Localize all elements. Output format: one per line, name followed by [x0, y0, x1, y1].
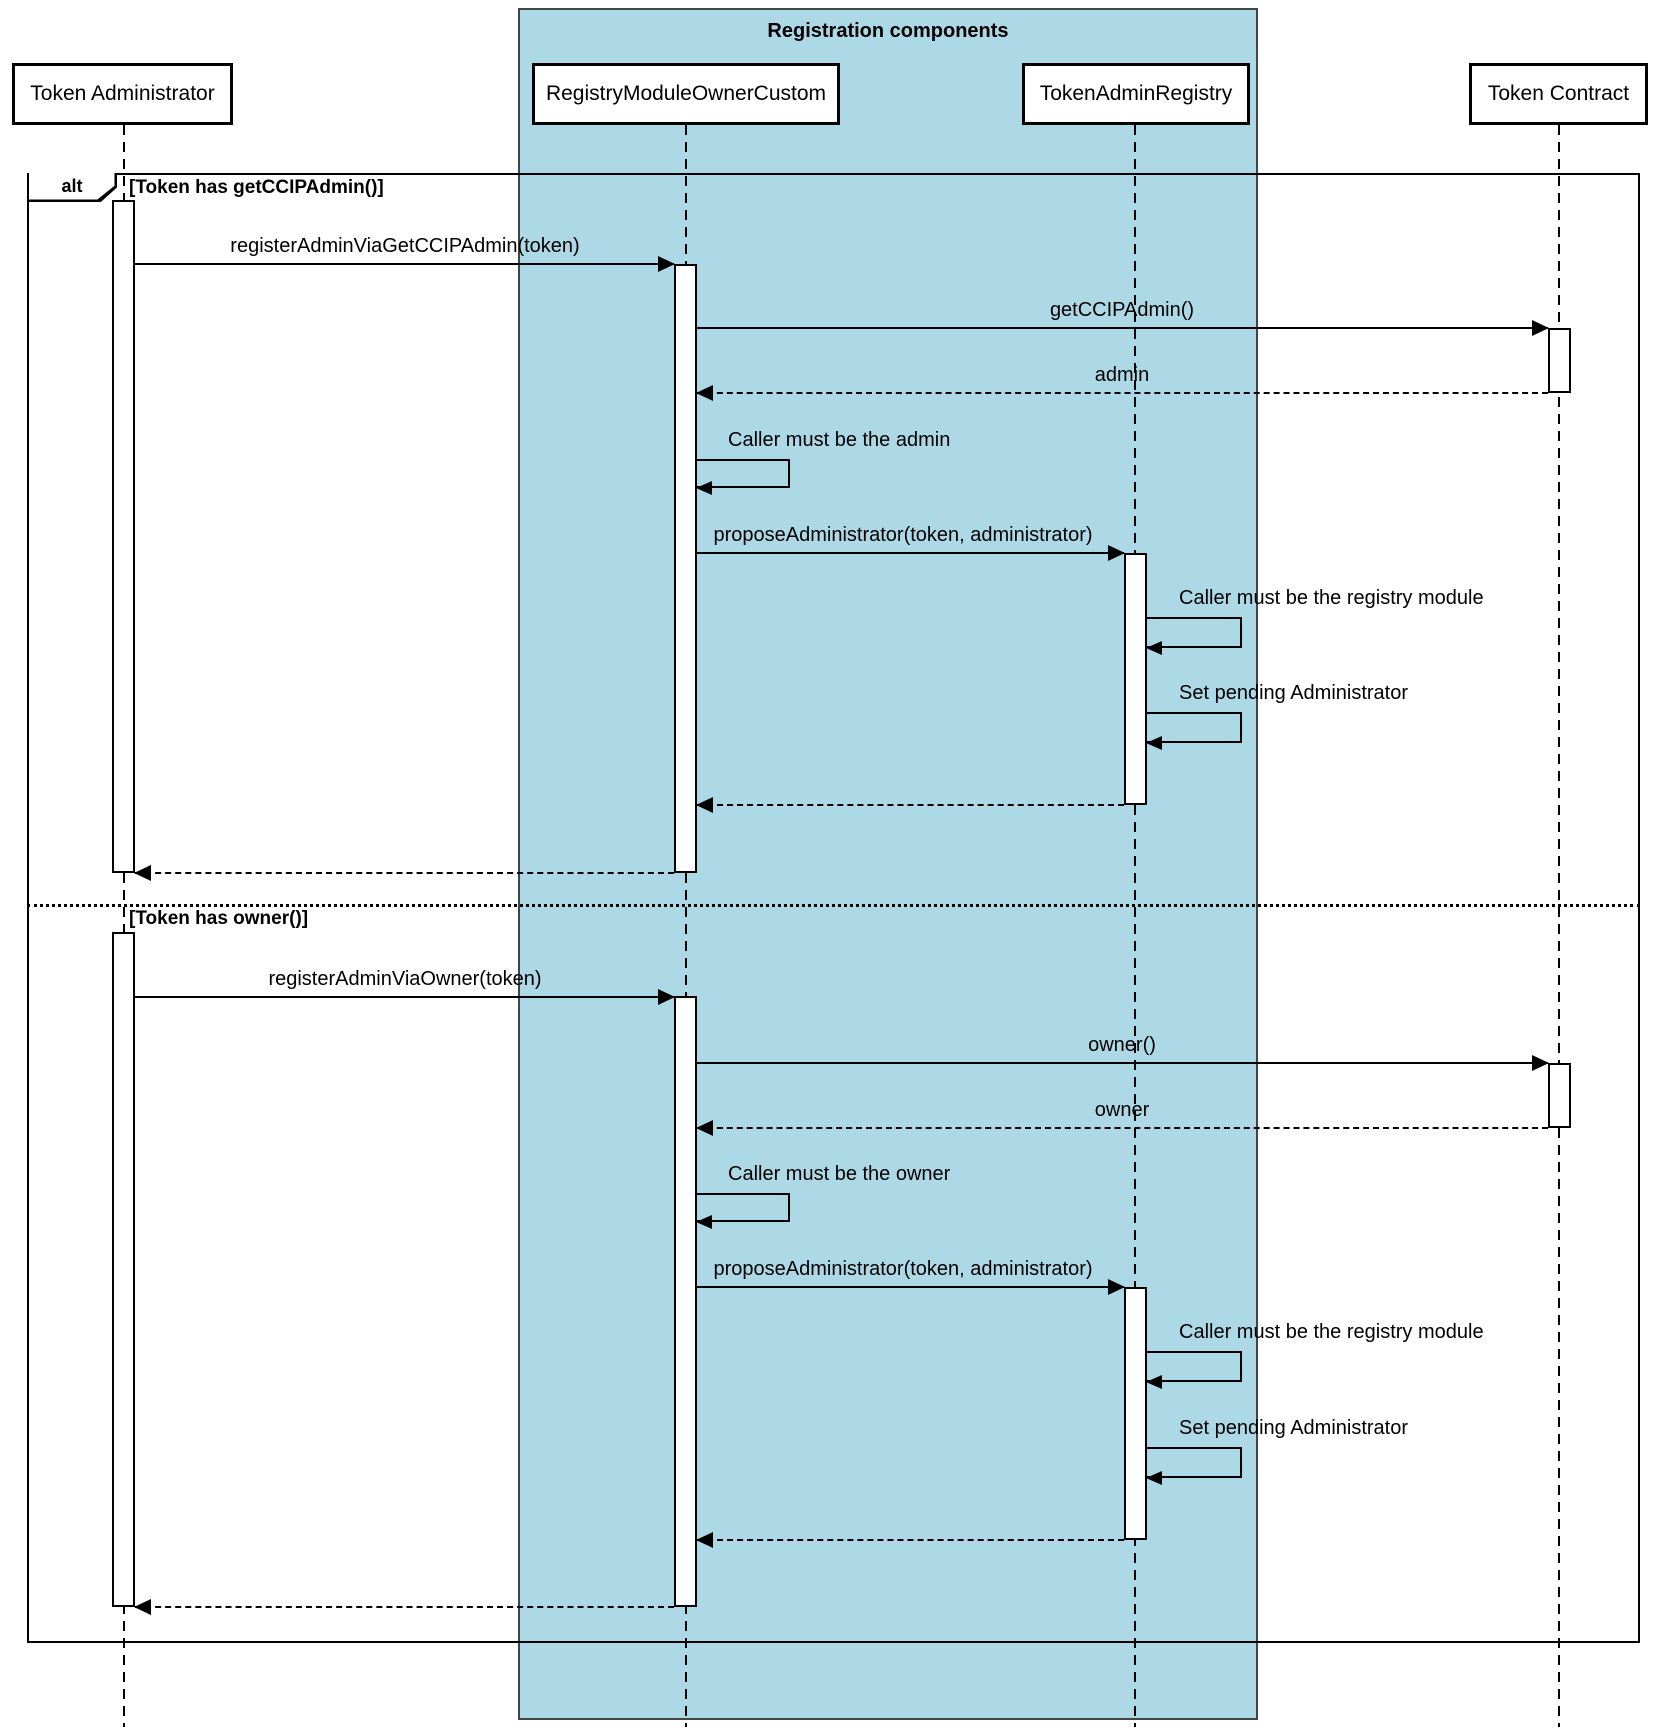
self-message-label: Set pending Administrator [1179, 682, 1409, 704]
participant-token-contract: Token Contract [1469, 63, 1648, 125]
lifeline-token-admin-registry [1134, 125, 1136, 1727]
activation-token-contract-2 [1548, 1063, 1571, 1128]
message-propose-administrator-1 [697, 545, 1125, 561]
arrowhead-icon [1532, 1055, 1549, 1071]
self-message-caller-must-be-registry-2 [1146, 1351, 1242, 1389]
arrowhead-icon [696, 385, 713, 401]
message-label: registerAdminViaGetCCIPAdmin(token) [230, 235, 580, 257]
arrowhead-icon [1108, 545, 1125, 561]
arrowhead-icon [134, 1599, 151, 1615]
lifeline-token-administrator [123, 125, 125, 1727]
self-message-label: Caller must be the registry module [1179, 587, 1484, 609]
return-label: admin [1094, 364, 1150, 386]
message-label: registerAdminViaOwner(token) [268, 968, 542, 990]
alt-section-divider [27, 904, 1640, 907]
self-message-caller-must-be-registry-1 [1146, 617, 1242, 655]
self-message-set-pending-administrator-1 [1146, 712, 1242, 750]
message-label: proposeAdministrator(token, administrato… [713, 524, 1093, 546]
alt-frame [27, 173, 1640, 1643]
arrowhead-icon [696, 1532, 713, 1548]
message-propose-administrator-2 [697, 1279, 1125, 1295]
participant-token-admin-registry: TokenAdminRegistry [1022, 63, 1250, 125]
message-label: owner() [1088, 1034, 1156, 1056]
message-register-admin-via-owner [135, 989, 675, 1005]
lifeline-registry-module-owner-custom [685, 125, 687, 1727]
arrowhead-icon [696, 797, 713, 813]
arrowhead-icon [1146, 736, 1162, 750]
self-message-label: Set pending Administrator [1179, 1417, 1409, 1439]
activation-token-admin-registry-2 [1124, 1287, 1147, 1540]
self-message-label: Caller must be the registry module [1179, 1321, 1484, 1343]
message-label: getCCIPAdmin() [1049, 299, 1195, 321]
return-admin [696, 385, 1548, 401]
arrowhead-icon [1146, 1471, 1162, 1485]
arrowhead-icon [696, 481, 712, 495]
participant-registry-module-owner-custom: RegistryModuleOwnerCustom [532, 63, 840, 125]
arrowhead-icon [1532, 320, 1549, 336]
guard-token-has-owner: [Token has owner()] [129, 908, 309, 929]
return-module-to-administrator-2 [134, 1599, 674, 1615]
alt-operator-label: alt [61, 176, 83, 196]
participant-token-administrator: Token Administrator [12, 63, 233, 125]
self-message-set-pending-administrator-2 [1146, 1447, 1242, 1485]
return-label: owner [1094, 1099, 1150, 1121]
self-message-caller-must-be-owner [696, 1193, 790, 1229]
group-title: Registration components [767, 20, 1009, 42]
return-owner [696, 1120, 1548, 1136]
self-message-caller-must-be-admin [696, 459, 790, 495]
arrowhead-icon [134, 865, 151, 881]
activation-registry-module-2 [674, 996, 697, 1607]
activation-token-admin-registry-1 [1124, 553, 1147, 805]
arrowhead-icon [1146, 641, 1162, 655]
activation-token-administrator-2 [112, 932, 135, 1607]
arrowhead-icon [696, 1120, 713, 1136]
lifeline-token-contract [1558, 125, 1560, 1727]
message-label: proposeAdministrator(token, administrato… [713, 1258, 1093, 1280]
return-registry-to-module-1 [696, 797, 1124, 813]
self-message-label: Caller must be the admin [728, 429, 951, 451]
activation-token-contract-1 [1548, 328, 1571, 393]
return-registry-to-module-2 [696, 1532, 1124, 1548]
activation-registry-module-1 [674, 264, 697, 873]
arrowhead-icon [658, 256, 675, 272]
message-owner-call [697, 1055, 1549, 1071]
message-getccipadmin-call [697, 320, 1549, 336]
arrowhead-icon [1108, 1279, 1125, 1295]
arrowhead-icon [658, 989, 675, 1005]
arrowhead-icon [1146, 1375, 1162, 1389]
guard-token-has-getccipadmin: [Token has getCCIPAdmin()] [129, 177, 384, 198]
alt-operator-tab: alt [27, 173, 117, 202]
arrowhead-icon [696, 1215, 712, 1229]
activation-token-administrator-1 [112, 200, 135, 873]
return-module-to-administrator-1 [134, 865, 674, 881]
message-register-admin-via-getccipadmin [135, 256, 675, 272]
self-message-label: Caller must be the owner [728, 1163, 951, 1185]
alt-tab-fill [29, 173, 115, 200]
